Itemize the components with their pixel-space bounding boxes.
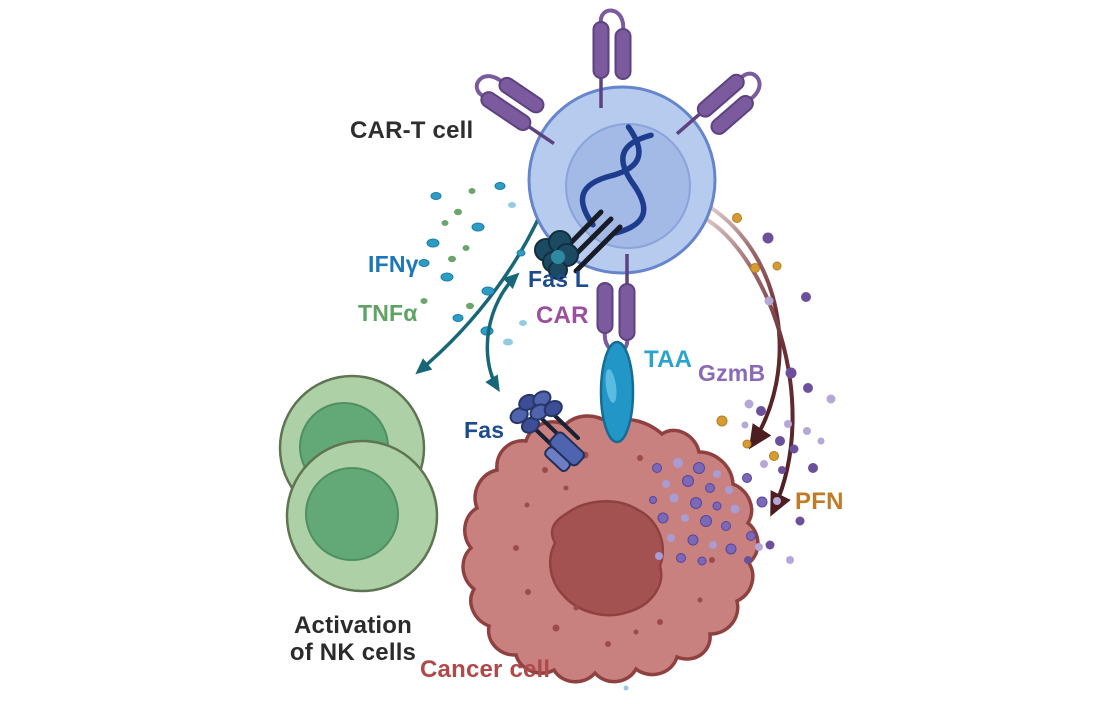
- fas-receptor-complex: [509, 390, 585, 473]
- label-granzyme-b: GzmB: [698, 360, 766, 386]
- arrow-fasl-fas: [485, 272, 520, 392]
- label-fas-ligand: Fas L: [528, 266, 590, 292]
- label-tnf-alpha: TNFα: [358, 300, 418, 326]
- label-nk-activation-line1: Activation: [293, 612, 412, 639]
- label-car: CAR: [536, 302, 589, 329]
- granzyme-perforin-dots: [716, 213, 836, 564]
- label-car-t-cell: CAR-T cell: [350, 117, 474, 144]
- cancer-cell-nucleus: [548, 500, 665, 617]
- arrow-granzyme: [708, 205, 782, 450]
- dna-helix-icon: [579, 124, 654, 236]
- label-nk-activation: Activation of NK cells: [268, 612, 438, 666]
- label-perforin: PFN: [795, 488, 844, 515]
- label-nk-activation-line2: of NK cells: [289, 639, 417, 666]
- label-taa: TAA: [644, 346, 693, 373]
- label-cancer-cell: Cancer cell: [420, 656, 551, 683]
- fas-ligand-complex: [534, 209, 623, 280]
- label-fas: Fas: [464, 417, 505, 443]
- arrow-perforin: [697, 213, 795, 517]
- nk-cell-front: [285, 439, 439, 593]
- granzyme-dots-inside: [649, 458, 768, 566]
- label-ifn-gamma: IFNγ: [368, 251, 419, 277]
- taa-antigen: [599, 340, 635, 444]
